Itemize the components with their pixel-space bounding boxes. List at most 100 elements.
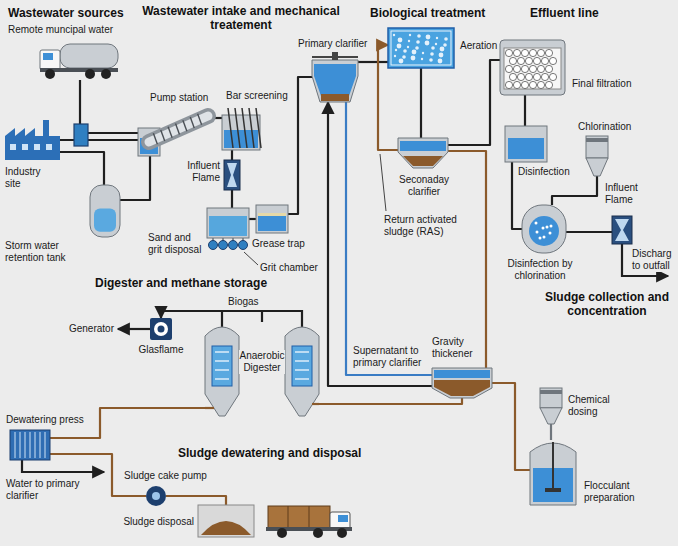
screen-bar: [228, 108, 233, 148]
pipe: [566, 231, 612, 233]
press-plate: [20, 432, 21, 458]
equipment-illustration: [586, 136, 608, 176]
hopper-band: [586, 138, 608, 142]
bubble: [543, 236, 546, 239]
equipment: Gravity thickener: [432, 368, 492, 398]
pipe: [231, 150, 233, 160]
sludge-outlet: [205, 407, 214, 409]
air-bubble: [422, 52, 424, 54]
filter-media: [509, 57, 516, 64]
pump-impeller: [152, 492, 160, 500]
screw-flight: [168, 127, 172, 138]
filter-bed: [504, 48, 561, 89]
section-heading: Sludge collection and concentration: [540, 290, 674, 318]
flume-throat: [227, 163, 237, 187]
equipment-label: Sludge cake pump: [124, 470, 207, 482]
press-plate: [40, 432, 41, 458]
filter-media: [529, 81, 536, 88]
filter-media: [505, 65, 512, 72]
tanker-tank: [60, 44, 118, 68]
air-bubble: [398, 38, 403, 43]
pipe: [60, 152, 104, 185]
filter-vessel: [500, 40, 565, 95]
pipe: [60, 139, 138, 141]
air-bubble: [395, 49, 397, 51]
equipment: Final filtration: [500, 40, 565, 95]
equipment-label: Sludge disposal: [123, 516, 194, 528]
air-bubble: [409, 34, 411, 36]
flow-label: Biogas: [228, 296, 259, 308]
equipment: Industry site: [5, 118, 60, 160]
equipment-illustration: [224, 160, 240, 190]
section-heading: Effluent line: [530, 6, 599, 20]
equipment-label: Industry site: [5, 166, 53, 190]
factory-silhouette: [5, 120, 60, 160]
equipment: Sludge cake pump: [146, 486, 166, 506]
equipment-illustration: [38, 40, 118, 80]
bubble: [536, 231, 539, 234]
truck-wheel: [337, 528, 347, 538]
screw-flight: [190, 117, 194, 128]
equipment: Chemical dosing: [540, 388, 562, 424]
filter-media: [517, 73, 524, 80]
digester-mixer: [295, 378, 309, 379]
basin-rim: [391, 31, 451, 65]
press-plate: [30, 432, 31, 458]
junction-box: [74, 124, 88, 146]
filter-media: [533, 57, 540, 64]
pipe: [492, 383, 530, 470]
filter-media: [537, 81, 544, 88]
air-bubble: [444, 37, 448, 41]
filter-media: [549, 57, 556, 64]
equipment-illustration: [505, 126, 547, 162]
filter-media: [537, 65, 544, 72]
screw-flight: [198, 114, 202, 125]
equipment-label: Anaerobic Digester: [239, 350, 285, 374]
grit-tank: [207, 208, 249, 238]
leader-line: [244, 252, 258, 265]
equipment-label: Grit chamber: [260, 262, 318, 274]
equipment: Bar screening: [222, 105, 260, 150]
equipment-label: Disinfection by chlorination: [500, 258, 580, 282]
air-bubble: [412, 50, 417, 55]
tank-water: [529, 216, 559, 246]
truck-load-line: [309, 506, 310, 528]
filter-media: [505, 81, 512, 88]
press-plate: [45, 432, 46, 458]
truck-wheel: [313, 528, 323, 538]
equipment-illustration: [138, 108, 213, 156]
equipment-illustration: [612, 216, 632, 244]
air-bubble: [394, 55, 396, 57]
equipment-illustration: [500, 40, 565, 95]
air-bubble: [430, 52, 434, 56]
pipe: [288, 77, 312, 214]
bubble: [550, 225, 553, 228]
equipment-illustration: [90, 185, 120, 237]
grease-water: [258, 213, 286, 231]
disposal-truck: [266, 506, 352, 538]
bubble: [546, 226, 549, 229]
equipment: Grit chamber: [207, 208, 249, 250]
clarifier-body: [312, 60, 358, 102]
filter-media: [529, 65, 536, 72]
cab-window: [43, 53, 53, 60]
truck-wheel: [101, 69, 111, 79]
filter-media: [513, 81, 520, 88]
air-bubble: [435, 43, 437, 45]
air-bubble: [411, 56, 416, 61]
equipment-label: Chlorination: [578, 121, 631, 133]
clarifier-sludge: [321, 94, 349, 101]
filter-media: [521, 81, 528, 88]
pipe: [161, 311, 262, 322]
equipment-illustration: [222, 105, 260, 150]
equipment: Aeration: [388, 28, 454, 68]
equipment-label: Primary clarifier: [298, 38, 367, 50]
screen-bar: [249, 108, 254, 148]
pipe: [448, 60, 500, 145]
leader-line: [380, 154, 386, 211]
filter-media: [521, 49, 528, 56]
pump-casing: [146, 486, 166, 506]
equipment-illustration: [207, 208, 249, 250]
press-plate: [35, 432, 36, 458]
